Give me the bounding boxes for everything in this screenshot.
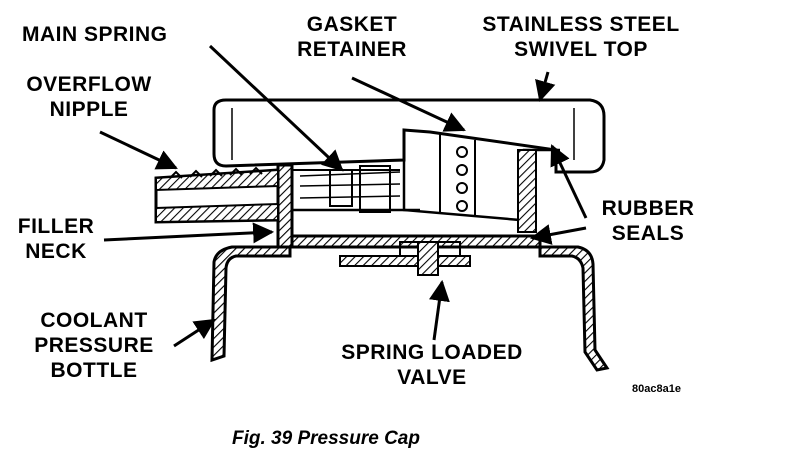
leader-lines xyxy=(99,44,588,348)
figure-caption: Fig. 39 Pressure Cap xyxy=(232,428,420,449)
leader-valve xyxy=(429,279,450,341)
label-rubber-seals-line-2: SEALS xyxy=(611,222,685,245)
label-filler-neck-line-2: NECK xyxy=(25,240,87,263)
overflow-nipple-shape xyxy=(154,166,280,224)
leader-main-spring xyxy=(208,44,344,172)
label-coolant-line-1: COOLANT xyxy=(40,309,148,332)
label-swivel-top-line-1: STAINLESS STEEL xyxy=(482,13,680,36)
label-filler-neck-line-1: FILLER xyxy=(17,215,95,238)
label-filler-neck: FILLER NECK xyxy=(14,214,98,264)
label-coolant-pressure-bottle: COOLANT PRESSURE BOTTLE xyxy=(14,308,174,383)
swivel-top-shape xyxy=(212,98,606,174)
label-coolant-line-3: BOTTLE xyxy=(50,359,138,382)
leader-gasket-retainer xyxy=(351,76,466,132)
leader-filler-neck xyxy=(103,222,275,244)
leader-rubber-seals-a xyxy=(550,144,588,219)
leader-swivel-top xyxy=(535,71,556,103)
label-swivel-top: STAINLESS STEEL SWIVEL TOP xyxy=(446,12,716,62)
label-overflow-nipple: OVERFLOW NIPPLE xyxy=(14,72,164,122)
leader-coolant-bottle xyxy=(173,318,216,348)
label-valve-line-1: SPRING LOADED xyxy=(341,341,523,364)
label-swivel-top-line-2: SWIVEL TOP xyxy=(514,38,648,61)
label-rubber-seals: RUBBER SEALS xyxy=(586,196,710,246)
label-rubber-seals-line-1: RUBBER xyxy=(601,197,695,220)
label-gasket-retainer-line-2: RETAINER xyxy=(297,38,407,61)
label-coolant-line-2: PRESSURE xyxy=(34,334,154,357)
valve-shape xyxy=(339,241,471,276)
label-gasket-retainer: GASKET RETAINER xyxy=(272,12,432,62)
label-spring-loaded-valve: SPRING LOADED VALVE xyxy=(302,340,562,390)
leader-rubber-seals-b xyxy=(529,224,587,245)
label-gasket-retainer-line-1: GASKET xyxy=(306,13,398,36)
figure-code: 80ac8a1e xyxy=(632,383,681,395)
label-overflow-nipple-line-1: OVERFLOW xyxy=(26,73,152,96)
label-main-spring: MAIN SPRING xyxy=(22,23,168,46)
label-overflow-nipple-line-2: NIPPLE xyxy=(49,98,129,121)
coolant-bottle-shape xyxy=(210,245,610,372)
filler-neck-shape xyxy=(276,163,542,249)
label-valve-line-2: VALVE xyxy=(397,366,467,389)
leader-overflow-nipple xyxy=(99,130,178,170)
